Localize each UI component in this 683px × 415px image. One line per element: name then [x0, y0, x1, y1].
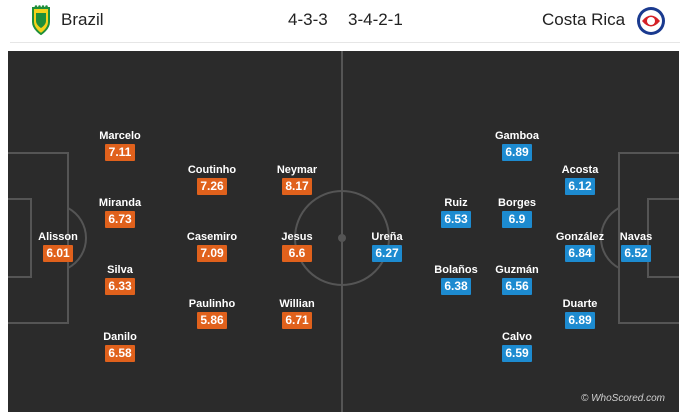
player-rating: 6.89	[502, 144, 532, 161]
player-name: Casemiro	[186, 231, 238, 243]
player-jesus[interactable]: Jesus 6.6	[267, 230, 327, 262]
player-rating: 5.86	[197, 312, 227, 329]
player-rating: 7.11	[105, 144, 135, 161]
player-marcelo[interactable]: Marcelo 7.11	[90, 129, 150, 161]
player-name: Silva	[107, 264, 133, 276]
player-name: Danilo	[103, 331, 137, 343]
player-gamboa[interactable]: Gamboa 6.89	[487, 129, 547, 161]
player-rating: 7.09	[197, 245, 227, 262]
player-name: Willian	[279, 298, 315, 310]
player-rating: 6.01	[43, 245, 73, 262]
player-name: Neymar	[276, 164, 318, 176]
player-name: Marcelo	[99, 130, 141, 142]
player-neymar[interactable]: Neymar 8.17	[267, 163, 327, 195]
player-rating: 6.58	[105, 345, 135, 362]
player-rating: 6.73	[105, 211, 135, 228]
player-rating: 8.17	[282, 178, 312, 195]
player-name: Calvo	[502, 331, 532, 343]
player-rating: 6.59	[502, 345, 532, 362]
player-name: Ruiz	[444, 197, 468, 209]
player-name: Gamboa	[494, 130, 539, 142]
player-casemiro[interactable]: Casemiro 7.09	[182, 230, 242, 262]
player-rating: 6.38	[441, 278, 471, 295]
player-paulinho[interactable]: Paulinho 5.86	[182, 297, 242, 329]
player-navas[interactable]: Navas 6.52	[606, 230, 666, 262]
player-bolanos[interactable]: Bolaños 6.38	[426, 263, 486, 295]
pitch: Alisson 6.01 Marcelo 7.11 Miranda 6.73 S…	[8, 51, 679, 412]
player-rating: 6.9	[502, 211, 532, 228]
player-rating: 6.53	[441, 211, 471, 228]
player-silva[interactable]: Silva 6.33	[90, 263, 150, 295]
player-acosta[interactable]: Acosta 6.12	[550, 163, 610, 195]
cbf-crest-icon	[32, 5, 50, 36]
player-rating: 6.6	[282, 245, 312, 262]
player-rating: 6.84	[565, 245, 595, 262]
player-alisson[interactable]: Alisson 6.01	[28, 230, 88, 262]
player-danilo[interactable]: Danilo 6.58	[90, 330, 150, 362]
player-name: Alisson	[38, 231, 78, 243]
player-rating: 6.27	[372, 245, 402, 262]
player-urena[interactable]: Ureña 6.27	[357, 230, 417, 262]
pitch-markings	[8, 51, 679, 412]
player-rating: 6.52	[621, 245, 651, 262]
player-rating: 6.33	[105, 278, 135, 295]
player-name: Miranda	[98, 197, 142, 209]
player-rating: 6.12	[565, 178, 595, 195]
match-header: Brazil 4-3-3 3-4-2-1 Costa Rica	[10, 0, 680, 43]
player-name: Duarte	[562, 298, 598, 310]
away-team-name[interactable]: Costa Rica	[542, 10, 626, 29]
player-name: Acosta	[561, 164, 599, 176]
home-formation: 4-3-3	[288, 10, 328, 29]
player-duarte[interactable]: Duarte 6.89	[550, 297, 610, 329]
player-borges[interactable]: Borges 6.9	[487, 196, 547, 228]
player-guzman[interactable]: Guzmán 6.56	[487, 263, 547, 295]
player-miranda[interactable]: Miranda 6.73	[90, 196, 150, 228]
fedefutbol-crest-icon	[637, 7, 665, 35]
away-formation: 3-4-2-1	[348, 10, 403, 29]
home-team-name[interactable]: Brazil	[61, 10, 104, 29]
player-name: Coutinho	[187, 164, 237, 176]
whoscored-watermark: © WhoScored.com	[580, 393, 665, 404]
player-rating: 6.56	[502, 278, 532, 295]
player-name: Guzmán	[495, 264, 539, 276]
player-rating: 7.26	[197, 178, 227, 195]
player-name: Ureña	[371, 231, 403, 243]
player-ruiz[interactable]: Ruiz 6.53	[426, 196, 486, 228]
player-willian[interactable]: Willian 6.71	[267, 297, 327, 329]
player-calvo[interactable]: Calvo 6.59	[487, 330, 547, 362]
player-name: Paulinho	[188, 298, 236, 310]
player-rating: 6.71	[282, 312, 312, 329]
player-name: Borges	[498, 197, 536, 209]
player-name: Jesus	[281, 231, 313, 243]
player-coutinho[interactable]: Coutinho 7.26	[182, 163, 242, 195]
player-gonzalez[interactable]: González 6.84	[550, 230, 610, 262]
player-name: González	[555, 231, 605, 243]
player-name: Bolaños	[434, 264, 478, 276]
player-rating: 6.89	[565, 312, 595, 329]
player-name: Navas	[619, 231, 653, 243]
